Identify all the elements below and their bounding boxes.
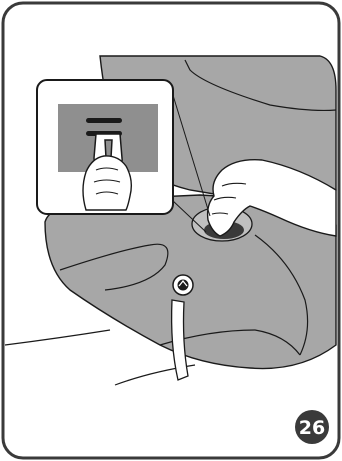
- detail-inset: [37, 80, 173, 214]
- inset-hand: [83, 156, 131, 210]
- step-number-badge: 26: [295, 410, 329, 444]
- step-number: 26: [299, 417, 325, 439]
- release-button-icon: [173, 275, 193, 295]
- inset-slot-upper: [86, 118, 122, 123]
